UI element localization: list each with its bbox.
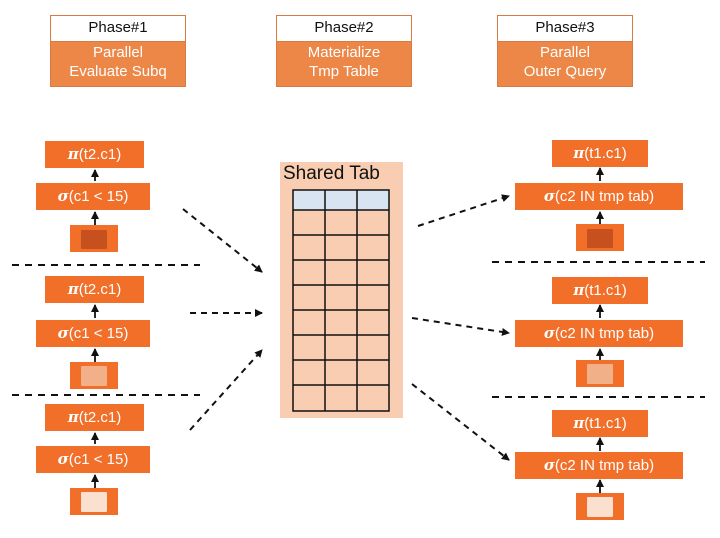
left-worker-2-scan-block — [81, 366, 107, 386]
phase-3-header: Phase#3 — [497, 15, 633, 41]
left-worker-2-projection: π(t2.c1) — [45, 276, 144, 303]
phase-2-title: Phase#2 — [314, 19, 374, 36]
phase-2-line1: Materialize — [307, 44, 381, 61]
left-worker-3-scan — [70, 488, 118, 515]
right-worker-3-scan-block — [587, 497, 613, 517]
phase-1-title: Phase#1 — [88, 19, 148, 36]
shared-table-panel: Shared Tab — [280, 162, 403, 418]
left-worker-1-selection: σ(c1 < 15) — [36, 183, 150, 210]
flow-arrow-left-3 — [189, 349, 263, 431]
phase-3-line2: Outer Query — [523, 63, 607, 80]
right-worker-2-selection: σ(c2 IN tmp tab) — [515, 320, 683, 347]
right-worker-3-projection: π(t1.c1) — [552, 410, 648, 437]
left-worker-2-selection: σ(c1 < 15) — [36, 320, 150, 347]
right-worker-2-scan — [576, 360, 624, 387]
phase-1-line2: Evaluate Subq — [69, 63, 167, 80]
right-worker-3-scan — [576, 493, 624, 520]
left-worker-1-scan — [70, 225, 118, 252]
left-worker-3-scan-block — [81, 492, 107, 512]
phase-3-line1: Parallel — [539, 44, 591, 61]
right-worker-1-scan-block — [587, 229, 613, 248]
left-worker-3-selection: σ(c1 < 15) — [36, 446, 150, 473]
right-worker-1-projection: π(t1.c1) — [552, 140, 648, 167]
flow-arrow-right-3 — [411, 383, 510, 461]
right-worker-1-scan — [576, 224, 624, 251]
right-worker-1-selection: σ(c2 IN tmp tab) — [515, 183, 683, 210]
phase-1-line1: Parallel — [92, 44, 144, 61]
shared-table-grid — [292, 189, 390, 412]
right-worker-2-projection: π(t1.c1) — [552, 277, 648, 304]
shared-table-title: Shared Tab — [283, 163, 380, 184]
phase-1-header: Phase#1 — [50, 15, 186, 41]
right-worker-3-selection: σ(c2 IN tmp tab) — [515, 452, 683, 479]
left-worker-1-scan-block — [81, 230, 107, 249]
flow-arrow-right-2 — [411, 317, 510, 336]
left-worker-3-projection: π(t2.c1) — [45, 404, 144, 431]
right-worker-2-scan-block — [587, 364, 613, 384]
phase-2-header: Phase#2 — [276, 15, 412, 41]
flow-arrow-left-1 — [182, 208, 263, 273]
phase-2-line2: Tmp Table — [309, 63, 379, 80]
flow-arrow-right-1 — [417, 194, 510, 227]
phase-3-title: Phase#3 — [535, 19, 595, 36]
left-worker-2-scan — [70, 362, 118, 389]
left-worker-1-projection: π(t2.c1) — [45, 141, 144, 168]
